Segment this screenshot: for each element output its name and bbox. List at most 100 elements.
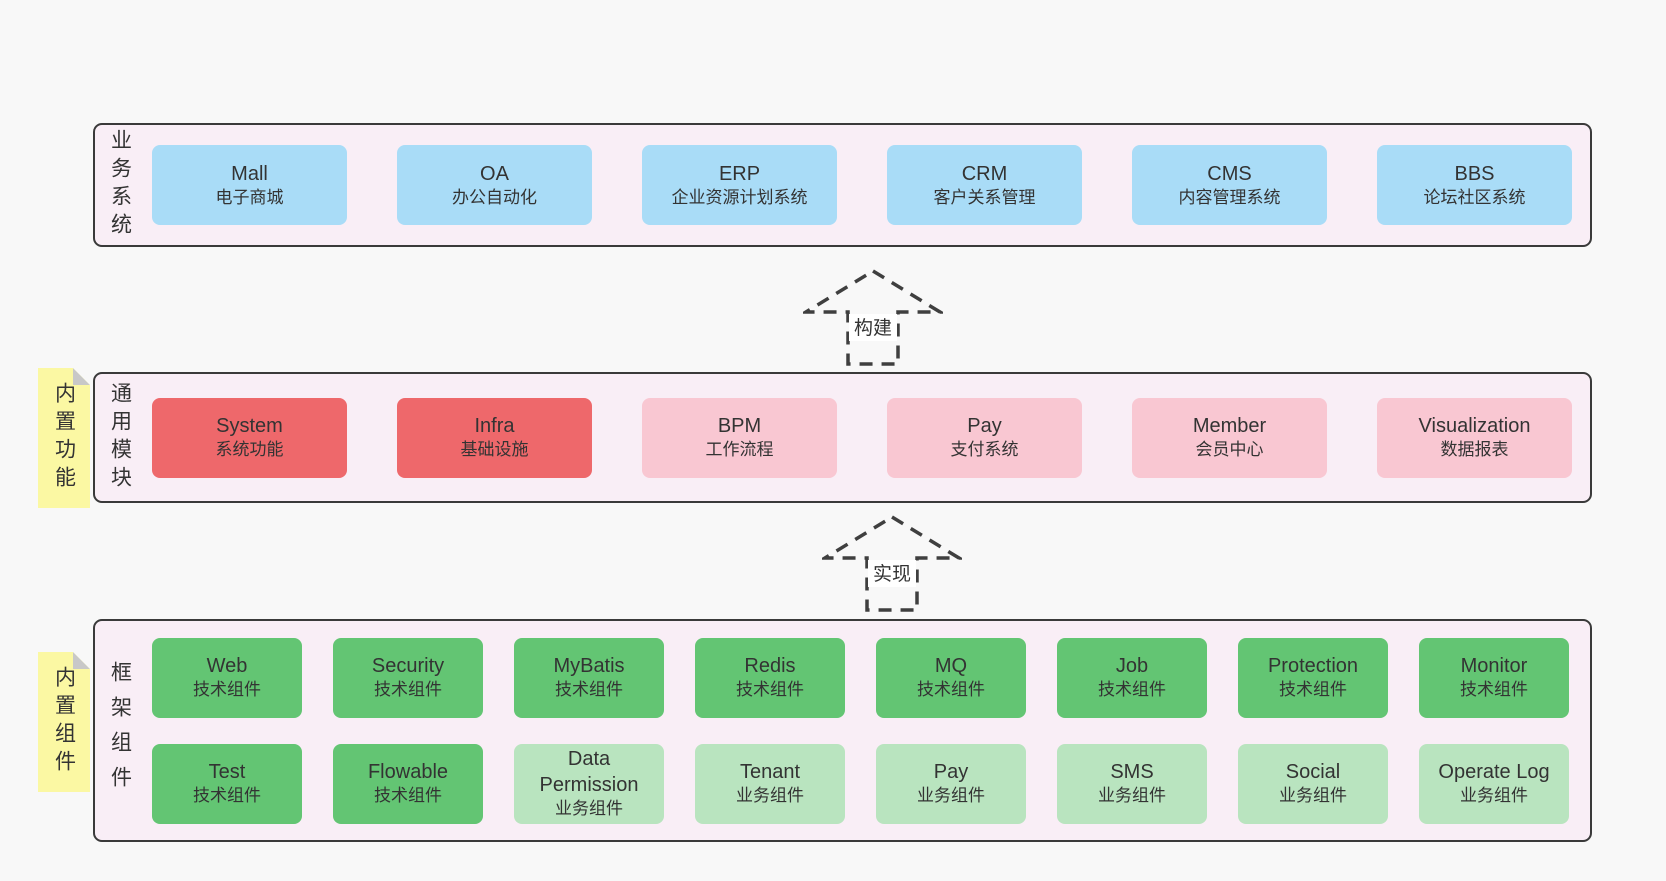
box-subtitle: 业务组件 (1098, 786, 1166, 806)
box-name: BPM (717, 415, 762, 438)
band-label-common-modules: 通用模块 (108, 381, 132, 494)
box-subtitle: 技术组件 (1279, 680, 1347, 700)
box-subtitle: 客户关系管理 (933, 187, 1036, 207)
box-name: Protection (1267, 655, 1359, 678)
box-subtitle: 基础设施 (460, 440, 529, 460)
box-subtitle: 技术组件 (555, 680, 623, 700)
box-subtitle: 业务组件 (917, 786, 985, 806)
box-name: Mall (231, 162, 268, 185)
box-name: Pay (967, 415, 1002, 438)
box-name: MQ (934, 655, 968, 678)
arrow-label-implement: 实现 (873, 563, 911, 585)
box-subtitle: 技术组件 (1460, 680, 1528, 700)
box-subtitle: 业务组件 (1279, 786, 1347, 806)
box-name: Visualization (1418, 415, 1531, 438)
box-name: Tenant (739, 761, 801, 784)
box-name: OA (480, 162, 509, 185)
box-name: CRM (961, 162, 1008, 185)
box-subtitle: 业务组件 (1460, 786, 1528, 806)
arrow-label-build: 构建 (854, 317, 892, 339)
dashed-up-arrow-implement: 实现 (822, 514, 962, 612)
box-name: Web (206, 655, 248, 678)
box-name: Job (1115, 655, 1149, 678)
box-subtitle: 论坛社区系统 (1423, 187, 1526, 207)
sticky-note-built-in-components: 内置组件 (38, 652, 90, 792)
box-name: Pay (933, 761, 969, 784)
band-label-framework-components: 框架组件 (108, 660, 132, 801)
arrow-label-bg (849, 314, 897, 341)
box-subtitle: 业务组件 (736, 786, 804, 806)
box-subtitle: 内容管理系统 (1178, 187, 1281, 207)
box-name: Flowable (367, 761, 449, 784)
box-subtitle: 办公自动化 (452, 187, 537, 207)
dashed-up-arrow-build: 构建 (803, 268, 943, 366)
box-subtitle: 工作流程 (705, 440, 774, 460)
band-label-business-systems: 业务系统 (108, 129, 132, 241)
box-subtitle: 系统功能 (215, 440, 284, 460)
box-name: Monitor (1460, 655, 1528, 678)
box-name: MyBatis (553, 655, 625, 678)
box-subtitle: 技术组件 (193, 786, 261, 806)
box-name: Redis (744, 655, 796, 678)
band-label-column: 通用模块 (95, 374, 145, 501)
box-subtitle: 技术组件 (374, 786, 442, 806)
box-subtitle: 电子商城 (215, 187, 284, 207)
box-subtitle: 支付系统 (950, 440, 1019, 460)
sticky-note-label: 内置功能 (52, 382, 76, 494)
up-arrow-outline (822, 514, 962, 612)
box-name: Social (1285, 761, 1341, 784)
sticky-note-built-in-features: 内置功能 (38, 368, 90, 508)
box-name: System (216, 415, 283, 438)
box-name: BBS (1454, 162, 1495, 185)
band-label-column: 业务系统 (95, 125, 145, 245)
box-subtitle: 业务组件 (555, 799, 623, 819)
up-arrow-outline (803, 268, 943, 366)
band-label-column: 框架组件 (95, 621, 145, 840)
box-subtitle: 会员中心 (1195, 440, 1264, 460)
box-subtitle: 技术组件 (917, 680, 985, 700)
box-name: Test (208, 761, 246, 784)
box-subtitle: 技术组件 (374, 680, 442, 700)
box-subtitle: 企业资源计划系统 (671, 187, 808, 207)
box-subtitle: 数据报表 (1440, 440, 1509, 460)
sticky-note-label: 内置组件 (52, 666, 76, 778)
box-subtitle: 技术组件 (1098, 680, 1166, 700)
box-name: Data Permission (539, 748, 639, 797)
box-name: Operate Log (1438, 761, 1550, 784)
box-name: CMS (1207, 162, 1252, 185)
